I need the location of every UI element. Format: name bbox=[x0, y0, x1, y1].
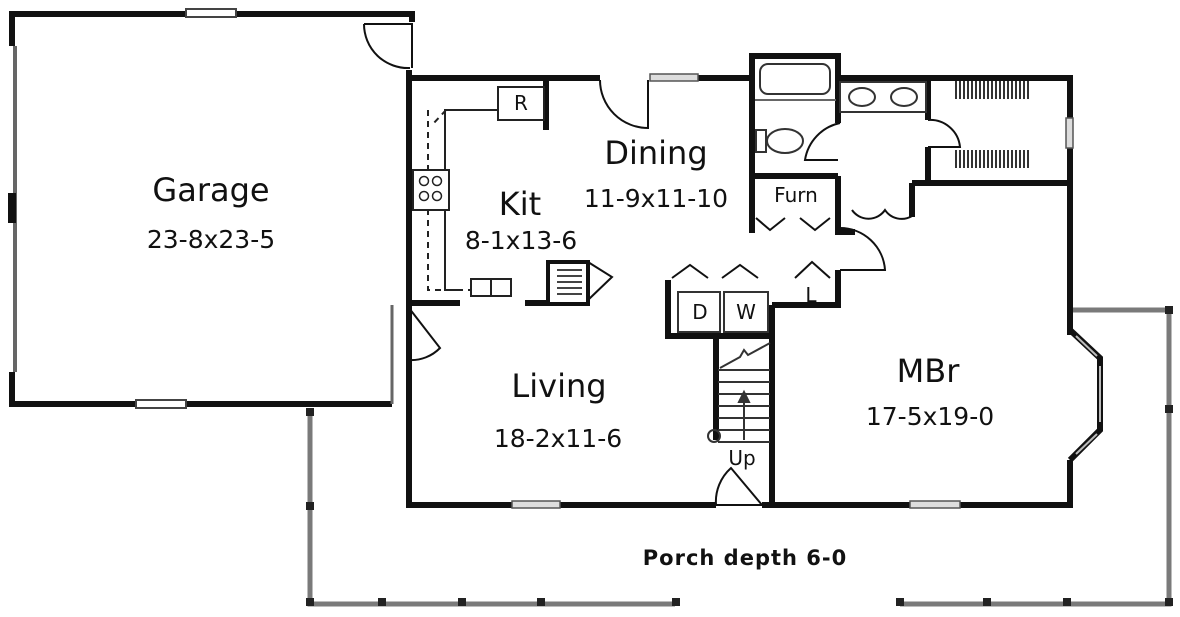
stairs-up-label: Up bbox=[728, 446, 756, 470]
garage-label: Garage bbox=[152, 171, 270, 209]
garage-walls bbox=[9, 11, 415, 407]
porch-label: Porch depth 6-0 bbox=[642, 546, 848, 570]
windows bbox=[511, 73, 1074, 509]
kitchen-dimensions: 8-1x13-6 bbox=[464, 226, 578, 255]
burners-icon bbox=[418, 175, 443, 202]
master-bedroom-dimensions: 17-5x19-0 bbox=[865, 402, 995, 431]
garage-dimensions: 23-8x23-5 bbox=[146, 225, 276, 254]
stairs bbox=[707, 342, 771, 443]
kitchen-label: Kit bbox=[498, 185, 542, 223]
washer-label: W bbox=[736, 300, 756, 324]
living-label: Living bbox=[511, 367, 607, 405]
master-bedroom-label: MBr bbox=[896, 352, 960, 390]
porch-posts bbox=[306, 306, 1173, 606]
living-dimensions: 18-2x11-6 bbox=[493, 424, 623, 453]
linen-closet-label: L bbox=[805, 283, 817, 307]
dining-dimensions: 11-9x11-10 bbox=[583, 184, 729, 213]
closet-rods bbox=[955, 81, 1030, 168]
house-walls bbox=[406, 53, 1073, 508]
bay-window bbox=[1067, 327, 1103, 463]
dining-label: Dining bbox=[604, 134, 708, 172]
dryer-label: D bbox=[692, 300, 708, 324]
furnace-label: Furn bbox=[774, 183, 818, 207]
refrigerator-label: R bbox=[514, 91, 528, 115]
